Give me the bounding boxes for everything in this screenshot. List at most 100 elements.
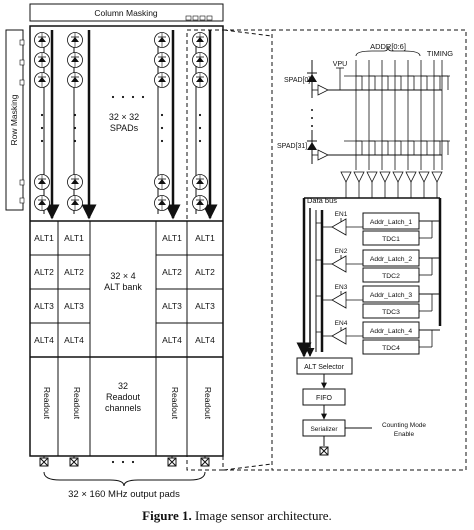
serial-output-pad-icon <box>319 446 329 456</box>
enable-label: EN2 <box>335 248 348 255</box>
alt-cell-label: ALT1 <box>195 233 215 243</box>
output-pad-icon <box>39 457 49 467</box>
spad-diode-icon <box>67 195 83 211</box>
alt-cell-label: ALT2 <box>195 267 215 277</box>
output-pad-icon <box>69 457 79 467</box>
counting-mode-enable-label: Enable <box>394 431 415 438</box>
alt-bank-label: ALT bank <box>104 282 142 292</box>
spad-diode-icon <box>192 32 208 48</box>
tdc-label: TDC1 <box>382 236 400 243</box>
spad-ellipsis <box>40 95 202 143</box>
counting-mode-label: Counting Mode <box>382 422 426 429</box>
bus-buffer-icon <box>353 171 365 198</box>
alt-cell-label: ALT4 <box>64 335 84 345</box>
spad-diode-icon <box>67 174 83 190</box>
spad-diode-icon <box>154 174 170 190</box>
enable-buffer-icon <box>331 327 347 345</box>
spad0-buffer-icon <box>317 84 329 96</box>
timing-label: TIMING <box>427 49 453 58</box>
spad-diode-icon <box>154 72 170 88</box>
spad31-buffer-icon <box>317 149 329 161</box>
spad-diode-icon <box>154 52 170 68</box>
spad-diode-icon <box>154 195 170 211</box>
readout-label: Readout <box>72 387 82 420</box>
alt-selector-block: ALT Selector <box>296 357 353 375</box>
bus-buffer-icon <box>340 171 352 198</box>
spad-diode-icon <box>34 32 50 48</box>
spad-diode-icon <box>67 52 83 68</box>
enable-label: EN1 <box>335 211 348 218</box>
readout-channels-count: 32 <box>118 381 128 391</box>
alt-cell-label: ALT3 <box>195 301 215 311</box>
spad-diode-icon <box>192 52 208 68</box>
spad31-diode-icon <box>307 130 317 164</box>
spad-diode-icon <box>154 32 170 48</box>
readout-channels-label-2: channels <box>105 403 142 413</box>
spad31-label: SPAD[31] <box>277 143 307 150</box>
spad-diode-icon <box>192 72 208 88</box>
figure-caption-text: Image sensor architecture. <box>195 508 332 523</box>
bus-buffer-icon <box>392 171 404 198</box>
bus-buffer-icon <box>366 171 378 198</box>
alt-selector-label: ALT Selector <box>304 364 344 371</box>
highlight-column <box>186 29 224 471</box>
enable-label: EN4 <box>335 320 348 327</box>
spad-diode-icon <box>34 195 50 211</box>
row-masking-bar: Row Masking <box>5 29 25 211</box>
alt-cell-label: ALT3 <box>162 301 182 311</box>
alt-cell-label: ALT4 <box>34 335 54 345</box>
figure-number: Figure 1. <box>142 508 192 523</box>
readout-labels: Readout Readout Readout Readout <box>42 387 213 420</box>
output-pad-icon <box>200 457 210 467</box>
vpu-label: VPU <box>333 61 347 68</box>
alt-cell-label: ALT2 <box>162 267 182 277</box>
enable-label: EN3 <box>335 284 348 291</box>
spad0-label: SPAD[0] <box>284 77 310 84</box>
spad-array-size: 32 × 32 <box>109 112 139 122</box>
alt-cell-label: ALT3 <box>64 301 84 311</box>
spad-diode-icon <box>34 72 50 88</box>
addr-latch-label: Addr_Latch_1 <box>370 219 413 226</box>
addr-bus-label: ADDR[0:6] <box>370 42 406 51</box>
fifo-label: FIFO <box>316 395 332 402</box>
enable-buffer-icon <box>331 255 347 273</box>
bus-buffers <box>304 171 443 326</box>
addr-latch-label: Addr_Latch_3 <box>370 292 413 299</box>
spad-detail-ellipsis <box>311 109 313 127</box>
alt-cell-label: ALT4 <box>162 335 182 345</box>
address-bus-lines <box>344 60 450 170</box>
spad-diode-icon <box>34 52 50 68</box>
serializer-block: Serializer <box>302 419 346 437</box>
bus-buffer-icon <box>431 171 443 198</box>
alt-cell-label: ALT2 <box>64 267 84 277</box>
output-pads-brace <box>43 471 206 487</box>
latch-blocks: EN1Addr_Latch_1TDC1EN2Addr_Latch_2TDC2EN… <box>316 211 440 355</box>
alt-cell-label: ALT2 <box>34 267 54 277</box>
tdc-label: TDC4 <box>382 345 400 352</box>
left-architecture: Column Masking Row Masking <box>5 3 224 500</box>
readout-label: Readout <box>42 387 52 420</box>
alt-cell-label: ALT1 <box>34 233 54 243</box>
spad-cells <box>34 32 208 211</box>
spad-diode-icon <box>34 174 50 190</box>
serializer-label: Serializer <box>310 426 338 433</box>
alt-cell-label: ALT3 <box>34 301 54 311</box>
readout-label: Readout <box>170 387 180 420</box>
spad-array-label: SPADs <box>110 123 139 133</box>
row-masking-label: Row Masking <box>9 94 19 145</box>
addr-latch-label: Addr_Latch_4 <box>370 328 413 335</box>
enable-buffer-icon <box>331 218 347 236</box>
addr-latch-label: Addr_Latch_2 <box>370 256 413 263</box>
figure-caption: Figure 1. Image sensor architecture. <box>0 508 474 524</box>
data-bus-label: Data bus <box>307 196 337 205</box>
fifo-block: FIFO <box>302 388 346 406</box>
alt-cell-label: ALT1 <box>64 233 84 243</box>
output-pads <box>39 456 210 467</box>
bus-buffer-icon <box>418 171 430 198</box>
tdc-label: TDC2 <box>382 273 400 280</box>
